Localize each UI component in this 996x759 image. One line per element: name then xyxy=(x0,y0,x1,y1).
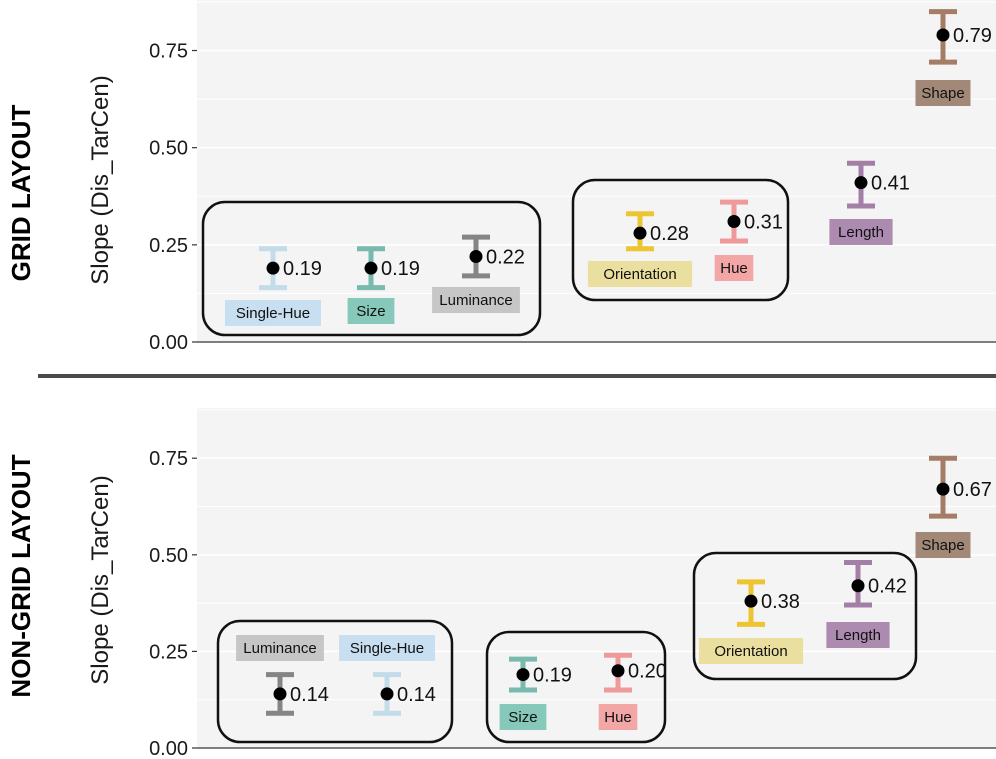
category-chip xyxy=(347,298,395,324)
value-label: 0.42 xyxy=(868,576,907,598)
category-chip xyxy=(829,219,893,245)
y-tick-label: 0.50 xyxy=(149,138,188,160)
category-label: Luminance xyxy=(243,640,316,657)
category-chip xyxy=(225,300,321,326)
mean-point xyxy=(633,226,647,240)
category-label: Length xyxy=(838,224,884,241)
mean-point xyxy=(380,687,394,701)
category-label: Hue xyxy=(604,709,632,726)
mean-point xyxy=(854,176,868,190)
value-label: 0.79 xyxy=(953,25,992,47)
data-point-single-hue: 0.14 Single-Hue xyxy=(339,635,436,716)
group-box xyxy=(201,200,542,337)
category-chip xyxy=(915,532,971,558)
category-label: Single-Hue xyxy=(350,640,424,657)
value-label: 0.19 xyxy=(381,258,420,280)
y-axis-label: Slope (Dis_TarCen) xyxy=(87,475,114,684)
mean-point xyxy=(266,261,280,275)
mean-point xyxy=(273,687,287,701)
y-axis-label: Slope (Dis_TarCen) xyxy=(87,75,114,284)
y-tick-label: 0.25 xyxy=(149,235,188,257)
category-chip xyxy=(598,704,638,730)
mean-point xyxy=(851,579,865,593)
panel-title: NON-GRID LAYOUT xyxy=(6,454,36,697)
value-label: 0.41 xyxy=(871,173,910,195)
y-tick-label: 0.75 xyxy=(149,448,188,470)
category-label: Single-Hue xyxy=(236,305,310,322)
panel-title: GRID LAYOUT xyxy=(6,105,36,282)
value-label: 0.14 xyxy=(397,684,436,706)
value-label: 0.28 xyxy=(650,223,689,245)
category-chip xyxy=(432,287,520,313)
category-chip xyxy=(587,261,693,287)
category-label: Luminance xyxy=(439,292,512,309)
category-chip xyxy=(714,255,754,281)
category-label: Orientation xyxy=(714,643,787,660)
mean-point xyxy=(469,250,483,263)
mean-point xyxy=(516,668,530,682)
category-chip xyxy=(236,635,324,661)
group-box xyxy=(216,619,454,744)
value-label: 0.14 xyxy=(290,684,329,706)
y-tick-label: 0.00 xyxy=(149,738,188,759)
mean-point xyxy=(936,28,950,42)
category-label: Size xyxy=(356,303,385,320)
value-label: 0.19 xyxy=(283,258,322,280)
data-point-luminance: 0.14 Luminance xyxy=(236,635,329,716)
category-chip xyxy=(915,80,971,106)
mean-point xyxy=(936,482,950,496)
category-label: Length xyxy=(835,627,881,644)
y-tick-label: 0.25 xyxy=(149,641,188,663)
category-chip xyxy=(499,704,547,730)
category-label: Orientation xyxy=(603,266,676,283)
y-tick-label: 0.00 xyxy=(149,332,188,354)
category-label: Shape xyxy=(921,85,964,102)
mean-point xyxy=(364,261,378,275)
plot-background xyxy=(197,408,996,748)
mean-point xyxy=(744,594,758,608)
value-label: 0.31 xyxy=(744,212,783,234)
value-label: 0.67 xyxy=(953,479,992,501)
y-tick-label: 0.75 xyxy=(149,41,188,63)
value-label: 0.38 xyxy=(761,591,800,613)
value-label: 0.19 xyxy=(533,665,572,687)
group-box xyxy=(571,178,790,302)
y-tick-label: 0.50 xyxy=(149,545,188,567)
mean-point xyxy=(727,215,741,229)
category-chip xyxy=(826,622,890,648)
category-chip xyxy=(339,635,435,661)
mean-point xyxy=(611,664,625,678)
category-chip xyxy=(698,638,804,664)
group-box xyxy=(485,630,667,744)
value-label: 0.22 xyxy=(486,247,525,269)
category-label: Shape xyxy=(921,537,964,554)
value-label: 0.20 xyxy=(628,661,667,683)
category-label: Hue xyxy=(720,260,748,277)
category-label: Size xyxy=(508,709,537,726)
group-box xyxy=(692,551,918,681)
